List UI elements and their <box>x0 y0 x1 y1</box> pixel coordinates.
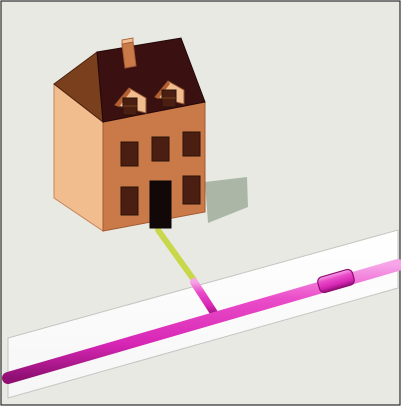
chimney <box>121 41 137 69</box>
house-shadow <box>205 177 248 223</box>
pipe-coupling <box>317 268 355 294</box>
dormer-left <box>114 87 147 116</box>
front-windows <box>120 131 201 216</box>
house <box>53 37 206 232</box>
chimney-cap <box>121 37 134 45</box>
dormer-right <box>154 80 185 108</box>
service-pipe <box>190 278 220 320</box>
front-door <box>149 180 172 229</box>
